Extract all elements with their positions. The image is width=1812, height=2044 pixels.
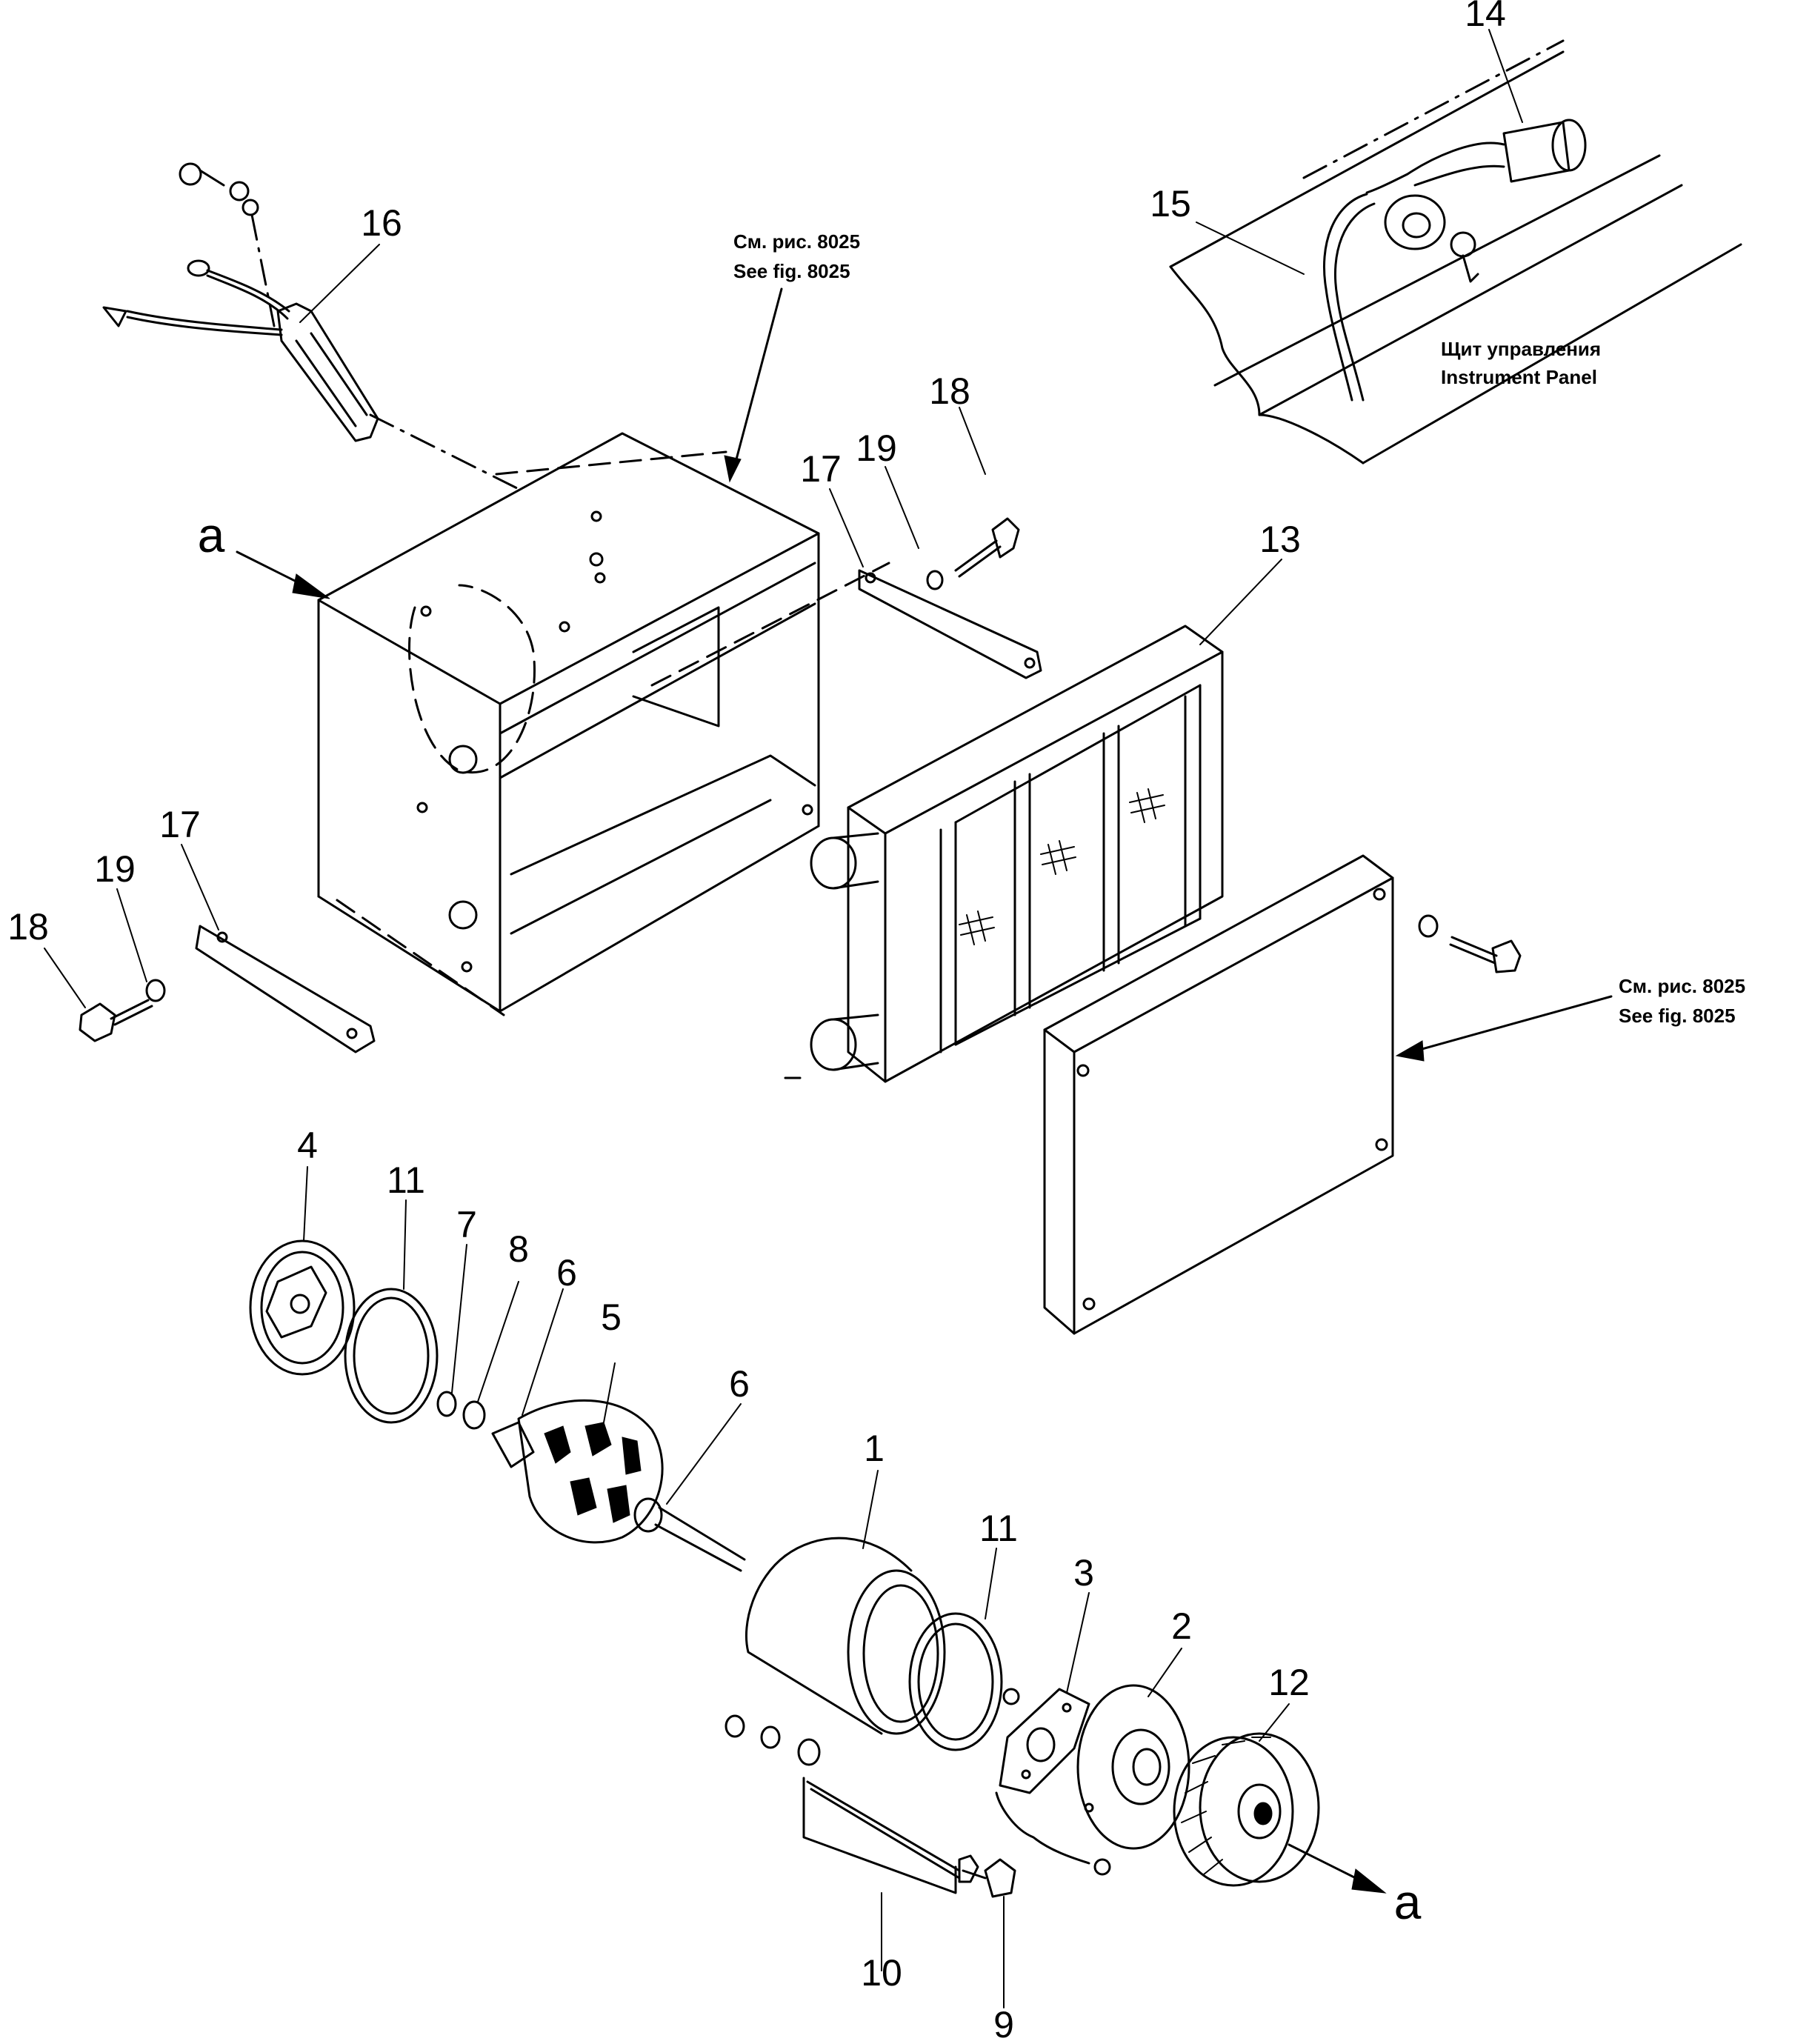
callout-3: 3 (1073, 1552, 1094, 1594)
callout-4: 4 (297, 1125, 318, 1166)
ignition-key-switch-part-15 (1322, 193, 1479, 402)
callout-10: 10 (861, 1952, 902, 1994)
leader-lines (44, 29, 1523, 2008)
heater-core-part-13 (784, 625, 1224, 1083)
bracket-right-part-17 (858, 569, 1042, 679)
callout-5: 5 (601, 1296, 622, 1338)
fan-wheel-part-12 (1173, 1732, 1320, 1887)
washer-upper-part-19 (926, 570, 944, 590)
callout-11-front: 11 (387, 1159, 425, 1201)
view-arrow-bottom (1288, 1843, 1387, 1894)
callout-17-lower: 17 (159, 804, 201, 845)
callout-1: 1 (864, 1428, 885, 1469)
callout-18-lower: 18 (7, 906, 49, 948)
callout-6-rear: 6 (729, 1363, 750, 1405)
view-marker-a-top: a (198, 507, 225, 562)
callout-17-upper: 17 (800, 448, 842, 490)
wiring-harness-part-16 (102, 162, 520, 490)
callout-2: 2 (1171, 1605, 1192, 1647)
panel-label-en: Instrument Panel (1441, 366, 1597, 388)
reference-arrow-top (724, 287, 783, 483)
reference-top-en: See fig. 8025 (733, 260, 850, 282)
callout-9: 9 (993, 2004, 1014, 2044)
yoke-part-1 (745, 1537, 946, 1735)
callout-11-rear: 11 (979, 1508, 1018, 1549)
callout-12: 12 (1268, 1662, 1310, 1703)
view-arrow-top (236, 550, 330, 599)
heater-case (317, 432, 890, 1016)
bracket-left-part-17 (195, 925, 376, 1053)
armature-part-5 (491, 1399, 746, 1572)
view-marker-a-bottom: a (1394, 1874, 1422, 1929)
cover-plate (1043, 854, 1394, 1335)
heater-switch-part-14 (1365, 119, 1587, 194)
washer-part-8 (462, 1400, 486, 1430)
callout-8: 8 (508, 1228, 529, 1270)
callout-13: 13 (1259, 519, 1301, 560)
callout-19-lower: 19 (94, 848, 136, 890)
o-ring-rear-part-11 (908, 1612, 1003, 1751)
callout-19-upper: 19 (856, 427, 897, 469)
reference-right-en: See fig. 8025 (1619, 1005, 1736, 1027)
end-cover-part-2 (1076, 1684, 1190, 1850)
callout-6-front: 6 (556, 1252, 577, 1294)
panel-label-ru: Щит управления (1441, 338, 1601, 360)
reference-arrow-right (1395, 995, 1613, 1062)
bolt-lower-part-18 (79, 999, 153, 1042)
cover-screw (1418, 914, 1522, 973)
o-ring-front-part-11 (344, 1288, 439, 1424)
instrument-panel (1169, 39, 1742, 465)
washer-lower-part-19 (145, 979, 166, 1002)
screw-part-9 (962, 1858, 1016, 1898)
reference-right-ru: См. рис. 8025 (1619, 975, 1745, 997)
reference-top-ru: См. рис. 8025 (733, 230, 860, 253)
callout-7: 7 (456, 1204, 477, 1245)
brush-holder-part-3 (995, 1688, 1111, 1876)
washer-part-7 (436, 1391, 457, 1417)
callout-16: 16 (361, 202, 402, 244)
through-bolt-set-part-10 (725, 1714, 979, 1894)
callout-15: 15 (1150, 183, 1191, 224)
callout-18-upper: 18 (929, 370, 970, 412)
callout-14: 14 (1465, 0, 1506, 34)
motor-end-plate-part-4 (249, 1239, 356, 1376)
bolt-upper-part-18 (954, 517, 1020, 578)
